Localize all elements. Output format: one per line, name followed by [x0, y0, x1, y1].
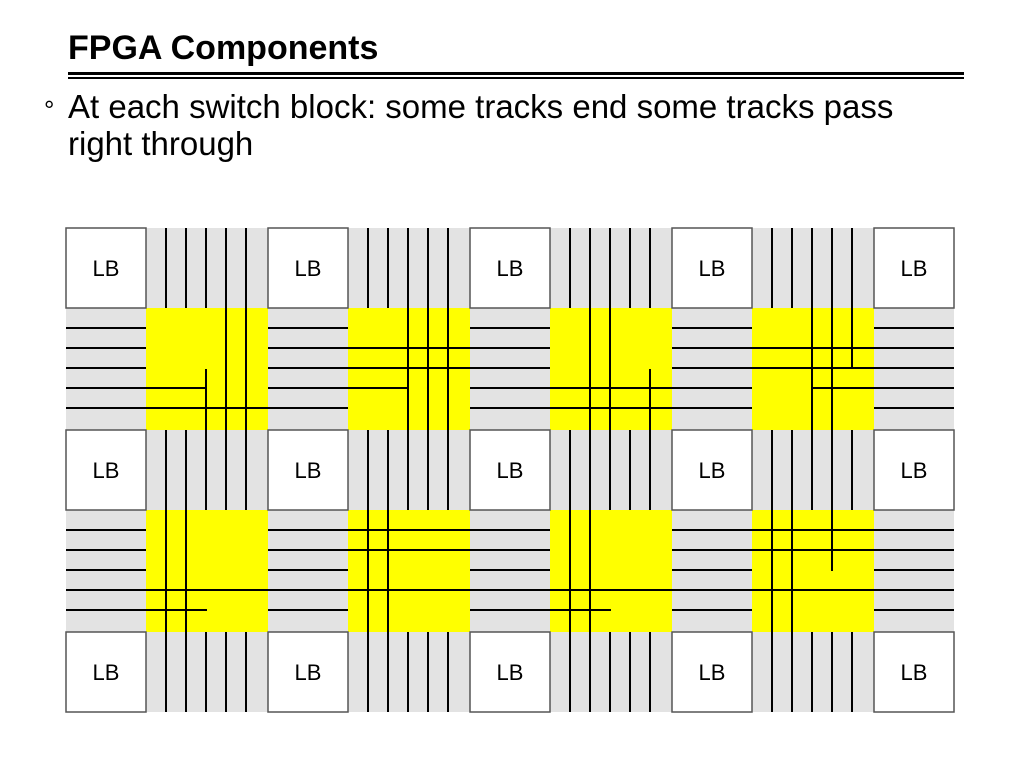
switch-block	[752, 510, 874, 632]
switch-block	[550, 510, 672, 632]
logic-block	[65, 227, 147, 309]
logic-block	[267, 429, 349, 511]
switch-block	[146, 510, 268, 632]
logic-block	[469, 429, 551, 511]
logic-block	[267, 227, 349, 309]
logic-block-label: LB	[93, 660, 120, 685]
slide-title: FPGA Components	[68, 29, 379, 67]
logic-block	[65, 429, 147, 511]
logic-block-label: LB	[497, 256, 524, 281]
logic-block	[873, 227, 955, 309]
logic-block	[873, 631, 955, 713]
logic-block-label: LB	[295, 660, 322, 685]
bullet-text: At each switch block: some tracks end so…	[68, 88, 894, 162]
bullet-marker: °	[44, 95, 55, 125]
logic-block	[671, 631, 753, 713]
logic-block	[267, 631, 349, 713]
logic-block	[671, 227, 753, 309]
logic-block-label: LB	[295, 458, 322, 483]
logic-block-label: LB	[901, 458, 928, 483]
logic-block-label: LB	[901, 256, 928, 281]
logic-block	[469, 227, 551, 309]
logic-block	[469, 631, 551, 713]
switch-block	[348, 510, 470, 632]
logic-block	[65, 631, 147, 713]
logic-block	[873, 429, 955, 511]
logic-block-label: LB	[901, 660, 928, 685]
logic-block-label: LB	[699, 458, 726, 483]
title-underline-thin	[68, 77, 964, 79]
logic-block-label: LB	[93, 458, 120, 483]
logic-block-label: LB	[699, 660, 726, 685]
logic-block	[671, 429, 753, 511]
logic-block-label: LB	[699, 256, 726, 281]
title-underline	[68, 72, 964, 75]
logic-block-label: LB	[497, 660, 524, 685]
logic-block-label: LB	[497, 458, 524, 483]
logic-block-label: LB	[295, 256, 322, 281]
logic-block-label: LB	[93, 256, 120, 281]
